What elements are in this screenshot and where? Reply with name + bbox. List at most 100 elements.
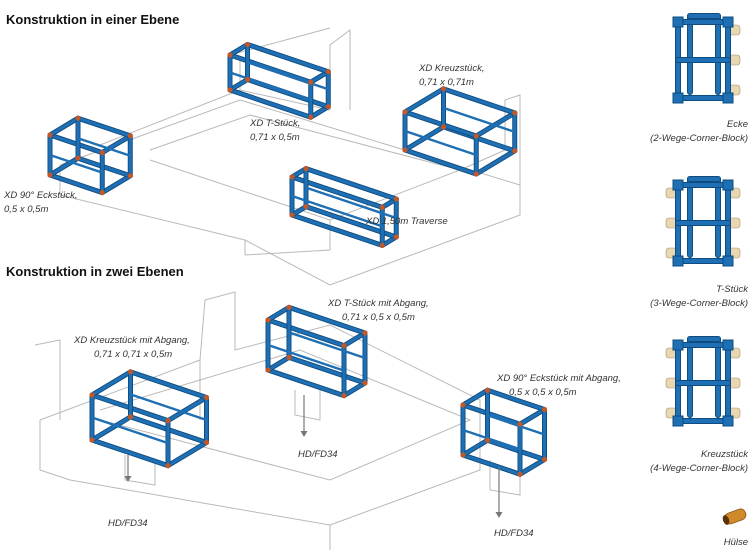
module-corner-level2 — [460, 387, 548, 477]
corner-block — [672, 415, 684, 427]
connector-node — [75, 115, 81, 121]
legend-t-desc: (3-Wege-Corner-Block) — [650, 298, 748, 309]
connector-node — [303, 166, 309, 172]
truss-tube — [474, 149, 517, 176]
connector-node — [165, 463, 171, 469]
truss-tube — [461, 453, 522, 476]
arrow-head — [495, 512, 503, 518]
connector-node — [517, 471, 523, 477]
connector-node — [379, 242, 385, 248]
connector-node — [289, 212, 295, 218]
truss-brace — [247, 60, 329, 91]
heading-two-levels: Konstruktion in zwei Ebenen — [6, 264, 184, 279]
module-t-level2 — [265, 304, 368, 399]
label-cross-drop-name: XD Kreuzstück mit Abgang, — [74, 335, 190, 346]
connector-node — [484, 437, 491, 443]
connector-node — [341, 393, 347, 399]
connector-node — [402, 109, 408, 115]
truss-tube — [518, 407, 547, 426]
truss-tube — [90, 415, 133, 442]
ghost-outline — [34, 339, 61, 420]
connector-node — [265, 317, 271, 323]
truss-tube — [342, 381, 367, 398]
connector-node — [460, 402, 466, 408]
truss-tube — [403, 110, 478, 138]
truss-tube — [266, 368, 346, 398]
truss-tube — [342, 331, 367, 348]
truss-tube — [48, 173, 104, 195]
truss-tube — [461, 438, 490, 457]
connector-node — [460, 452, 466, 458]
label-corner-size: 0,5 x 0,5m — [4, 204, 49, 215]
connector-node — [165, 418, 171, 424]
truss-tube — [403, 87, 446, 114]
truss-brace — [229, 71, 312, 101]
corner-block — [722, 179, 734, 191]
legend-ecke-desc: (2-Wege-Corner-Block) — [650, 133, 748, 144]
label-hd-2: HD/FD34 — [298, 449, 338, 460]
corner-block — [722, 255, 734, 267]
legend-ecke-title: Ecke — [726, 119, 748, 130]
truss-tube — [485, 438, 547, 462]
truss-tube — [403, 148, 478, 176]
legend-kreuz-title: Kreuzstück — [701, 449, 748, 460]
truss-modules — [47, 41, 548, 477]
label-t-drop-size: 0,71 x 0,5 x 0,5m — [342, 312, 415, 323]
truss-brace — [487, 414, 545, 436]
connector-node — [393, 234, 399, 240]
truss-tube — [166, 440, 209, 468]
corner-block — [722, 92, 734, 104]
connector-node — [47, 132, 53, 138]
label-cross-size: 0,71 x 0,71m — [419, 77, 474, 88]
truss-brace — [91, 416, 169, 445]
truss-brace — [291, 194, 383, 228]
connector-node — [512, 148, 518, 154]
connector-node — [289, 174, 295, 180]
corner-block — [722, 339, 734, 351]
truss-brace — [77, 137, 131, 157]
connector-node — [127, 414, 134, 420]
legend-blocks — [665, 13, 747, 525]
label-corner-piece: XD 90° Eckstück, 0,5 x 0,5m — [4, 189, 78, 217]
truss-brace — [305, 186, 397, 220]
truss-tube — [304, 167, 398, 201]
ghost-outline — [124, 455, 156, 486]
label-corner-drop: XD 90° Eckstück mit Abgang, 0,5 x 0,5 x … — [497, 372, 621, 400]
ghost-outline — [489, 460, 521, 496]
connector-node — [362, 330, 368, 336]
connector-node — [379, 204, 385, 210]
truss-tube — [485, 388, 547, 412]
truss-tube — [441, 87, 517, 115]
ghost-outline — [59, 99, 521, 286]
heading-single-level: Konstruktion in einer Ebene — [6, 12, 180, 27]
legend-art-ecke — [672, 13, 741, 104]
label-traverse: XD 1,50m Traverse — [366, 215, 448, 229]
connector-node — [473, 133, 479, 139]
truss-brace — [130, 393, 207, 422]
connector-node — [99, 150, 105, 156]
ghost-outline — [39, 420, 331, 550]
ghost-outline — [329, 29, 351, 110]
legend-huelse: Hülse — [620, 536, 748, 550]
module-cross-level2 — [89, 369, 210, 469]
connector-node — [244, 76, 251, 83]
truss-tube — [76, 116, 132, 138]
truss-tube — [166, 395, 209, 423]
corner-block — [672, 16, 684, 28]
connector-node — [541, 406, 548, 413]
connector-node — [127, 369, 134, 375]
label-corner-name: XD 90° Eckstück, — [4, 190, 78, 201]
arrow-head — [300, 431, 308, 437]
connector-node — [473, 171, 479, 177]
truss-tube — [90, 438, 170, 468]
legend-kreuz-desc: (4-Wege-Corner-Block) — [650, 463, 748, 474]
connector-node — [512, 110, 518, 116]
ghost-outline — [294, 385, 321, 421]
label-t-drop: XD T-Stück mit Abgang, 0,71 x 0,5 x 0,5m — [328, 297, 429, 325]
connector-node — [325, 69, 331, 75]
connector-node — [127, 173, 133, 179]
connector-node — [308, 114, 314, 120]
connector-node — [402, 147, 408, 153]
